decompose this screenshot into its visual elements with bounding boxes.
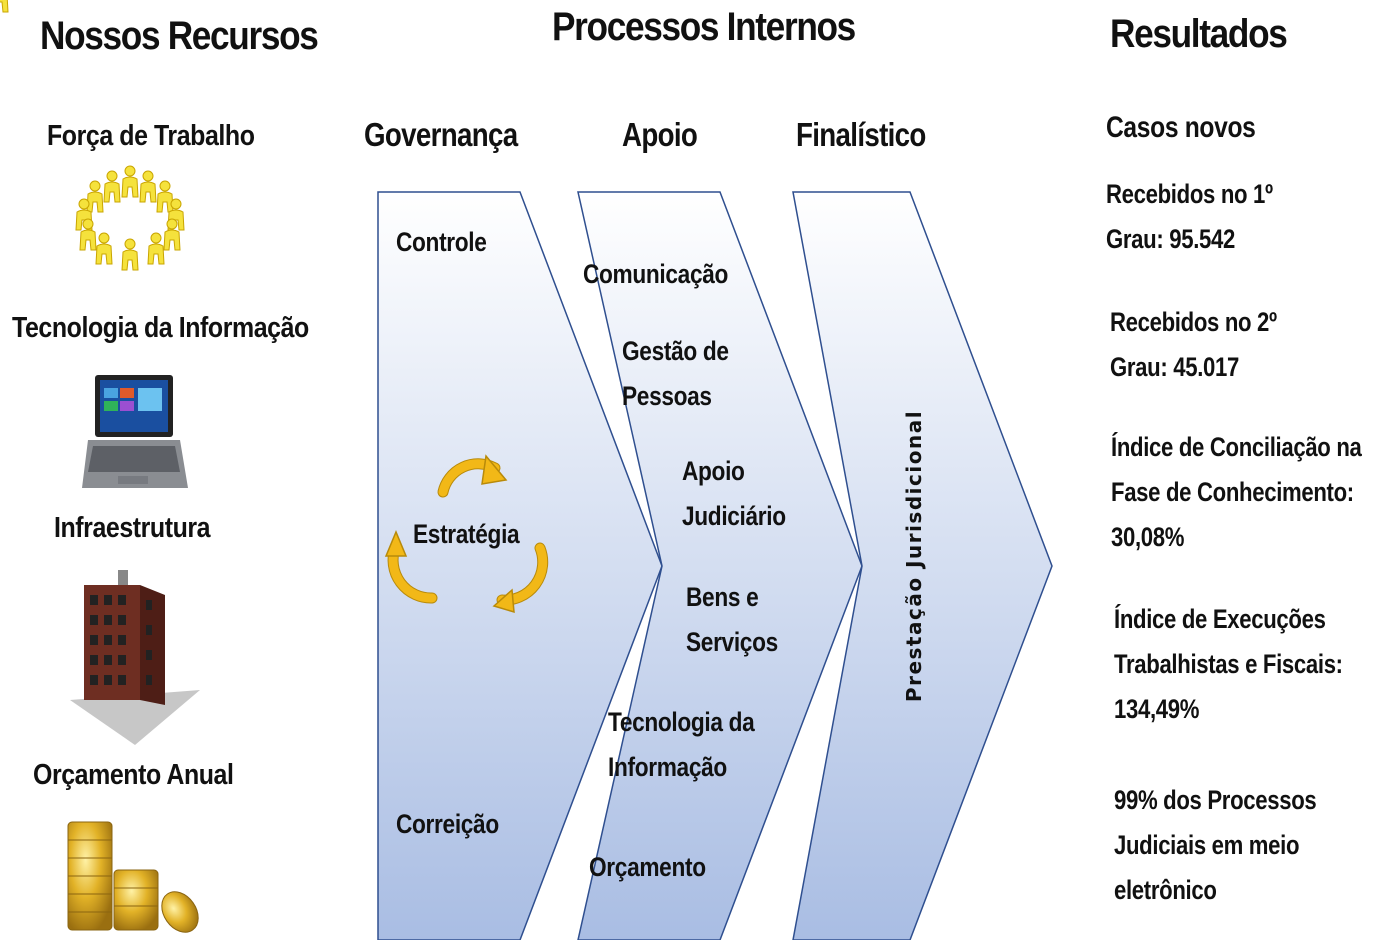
people-circle-icon xyxy=(0,0,185,271)
support-item-budget: Orçamento xyxy=(589,852,706,882)
governance-chevron xyxy=(377,191,663,940)
column-header-core: Finalístico xyxy=(796,116,926,153)
resource-label-infrastructure: Infraestrutura xyxy=(54,512,211,544)
support-chevron xyxy=(577,191,863,940)
core-item-service: Prestação Jurisdicional xyxy=(902,409,926,703)
governance-item-control: Controle xyxy=(396,227,487,257)
results-new-cases: Casos novos xyxy=(1106,111,1256,144)
resources-header: Nossos Recursos xyxy=(40,14,319,58)
column-header-support: Apoio xyxy=(622,116,698,153)
building-icon xyxy=(70,570,200,745)
resource-label-workforce: Força de Trabalho xyxy=(47,120,255,152)
core-chevron xyxy=(792,191,1053,940)
coins-icon xyxy=(67,821,199,933)
resource-label-budget: Orçamento Anual xyxy=(33,759,234,791)
column-header-governance: Governança xyxy=(364,116,518,153)
governance-item-strategy: Estratégia xyxy=(413,519,520,549)
resource-label-it: Tecnologia da Informação xyxy=(12,312,309,344)
support-item-communication: Comunicação xyxy=(583,259,729,289)
laptop-icon xyxy=(82,375,188,488)
processes-header: Processos Internos xyxy=(552,5,856,49)
results-header: Resultados xyxy=(1110,12,1288,56)
governance-item-correction: Correição xyxy=(396,809,499,839)
